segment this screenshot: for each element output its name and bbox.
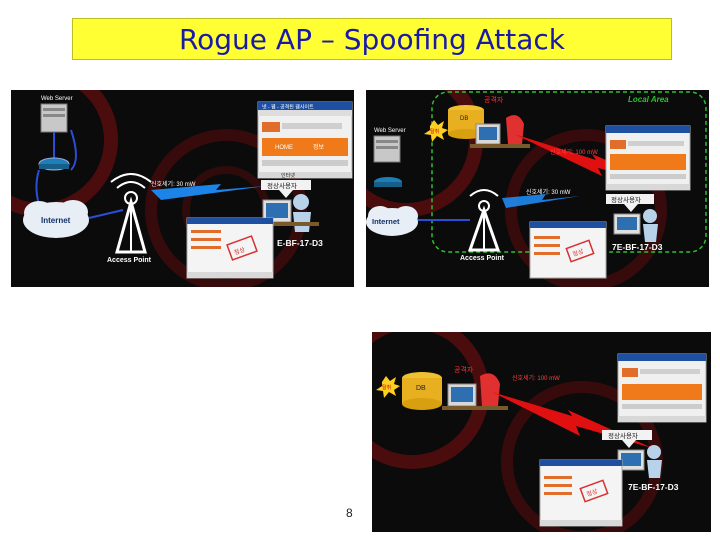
db-label-3: DB — [416, 385, 426, 392]
internet-label-2: Internet — [372, 217, 400, 226]
router-icon — [38, 157, 70, 171]
internet-cloud-icon-2 — [366, 206, 418, 236]
db-label: DB — [460, 116, 468, 122]
signal-strong-label: 신호세기: 100 mW — [550, 148, 598, 156]
access-point-icon — [110, 173, 152, 254]
browser-window-bottom-2: 정상 — [529, 221, 607, 279]
panel-attack-scene: Local Area 공격자 DB 탈취 신호세기: 100 mW — [366, 90, 707, 287]
user-label-3: 정상사용자 — [608, 431, 638, 440]
router-icon-2 — [374, 177, 402, 187]
page-number: 8 — [346, 506, 353, 520]
burst-text: 탈취 — [430, 128, 439, 135]
burst-icon — [424, 120, 448, 142]
signal-weak-label: 신호세기: 30 mW — [526, 188, 571, 196]
browser-window-top-3 — [617, 353, 707, 423]
database-icon-3 — [402, 372, 442, 410]
mac-address-3: 7E-BF-17-D3 — [628, 482, 679, 492]
browser-window-top: 넷 - 웹 - 공격된 웹사이트 HOME 정보 인터넷 — [257, 101, 353, 179]
stamp-text-2: 정상 — [571, 247, 585, 258]
local-area-label: Local Area — [628, 95, 669, 104]
signal-strength-label: 신호세기: 30 mW — [151, 180, 196, 188]
stamp-text-3: 정상 — [585, 487, 599, 498]
slide-title-bar: Rogue AP – Spoofing Attack — [72, 18, 672, 60]
panel-theft-scene: 공격자 DB 탈취 신호세기: 100 mW 정상사용자 — [372, 332, 707, 532]
slide-title: Rogue AP – Spoofing Attack — [178, 23, 566, 56]
attacker-computer-icon-3 — [442, 373, 508, 410]
browser-window-top-2 — [605, 125, 691, 191]
user-computer-icon-3 — [617, 445, 662, 478]
web-server-icon — [40, 103, 68, 133]
panel-normal-scene: Web Server Internet Access Point 신호세기 — [11, 90, 353, 287]
panel-normal-connection: Web Server Internet Access Point 신호세기 — [11, 90, 354, 287]
access-point-label-2: Access Point — [460, 255, 505, 262]
legit-signal-beam — [502, 194, 580, 208]
browser-window-bottom-3: 정상 — [539, 459, 623, 527]
browser-window-bottom: 정상 — [186, 217, 274, 279]
user-label-2: 정상사용자 — [611, 195, 641, 204]
web-server-icon-2 — [373, 135, 401, 163]
panel-rogue-ap-attack: Local Area 공격자 DB 탈취 신호세기: 100 mW — [366, 90, 709, 287]
access-point-label: Access Point — [107, 257, 152, 264]
burst-text-3: 탈취 — [382, 384, 391, 391]
attacker-computer-icon — [470, 115, 530, 148]
user-computer-icon-2 — [613, 209, 658, 242]
mac-address: E-BF-17-D3 — [277, 238, 323, 248]
access-point-icon-2 — [467, 189, 501, 252]
internet-label: Internet — [41, 216, 71, 225]
burst-icon-3 — [376, 376, 400, 398]
attacker-label: 공격자 — [484, 95, 504, 104]
window-title: 넷 - 웹 - 공격된 웹사이트 — [262, 104, 314, 111]
user-computer-icon — [259, 194, 319, 232]
web-server-label: Web Server — [41, 96, 73, 102]
signal-strong-label-3: 신호세기: 100 mW — [512, 374, 560, 382]
attacker-label-3: 공격자 — [454, 365, 474, 374]
wireless-beam — [151, 184, 266, 200]
web-server-label-2: Web Server — [374, 128, 406, 134]
window-status: 인터넷 — [281, 172, 295, 179]
user-label: 정상사용자 — [267, 181, 297, 190]
mac-address-2: 7E-BF-17-D3 — [612, 242, 663, 252]
window-info-button: 정보 — [313, 144, 325, 151]
internet-cloud-icon — [23, 200, 89, 238]
window-home-button: HOME — [275, 145, 293, 151]
panel-data-theft: 공격자 DB 탈취 신호세기: 100 mW 정상사용자 — [372, 332, 711, 532]
stamp-text: 정상 — [233, 245, 247, 256]
